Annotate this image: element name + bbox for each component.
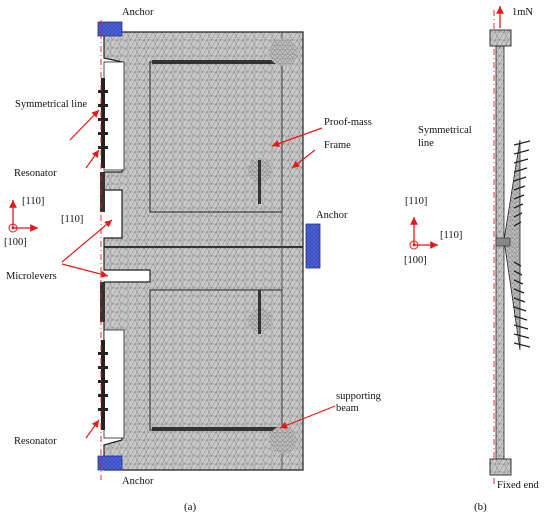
label-resonator-top: Resonator (14, 168, 57, 179)
label-line: line (418, 138, 434, 149)
label-anchor-bottom: Anchor (122, 476, 154, 487)
panel-a-arrows (61, 109, 336, 439)
axis-a-up-label: [110] (22, 196, 44, 207)
axis-a-right-label: [110] (61, 214, 83, 225)
beam-b (495, 45, 505, 467)
axes-a: [110] [110] [100] (4, 196, 83, 248)
microlever-lower (258, 290, 261, 334)
fixed-block-b (489, 458, 512, 476)
axis-a-origin-label: [100] (4, 237, 27, 248)
center-beam (104, 246, 303, 248)
label-symmetrical-line: Symmetrical line (15, 99, 87, 110)
label-symmetrical: Symmetrical (418, 125, 472, 136)
comb-teeth-b (513, 140, 531, 348)
label-force: 1mN (512, 7, 533, 18)
resonator-top (98, 78, 108, 168)
gap-left-bottom (103, 329, 125, 439)
axis-b-right-label: [110] (440, 230, 462, 241)
label-fixed-end: Fixed end (497, 480, 539, 491)
panel-a-structure (97, 20, 321, 480)
anchor-top (97, 21, 123, 37)
label-anchor-right: Anchor (316, 210, 348, 221)
microlever-upper (258, 160, 261, 204)
lever-wedge-b (503, 139, 521, 351)
top-block-b (489, 29, 512, 47)
axes-b: [110] [110] [100] (404, 196, 462, 266)
label-frame: Frame (324, 140, 351, 151)
anchor-right (305, 223, 321, 269)
label-beam: beam (336, 403, 359, 414)
resonator-bottom (98, 340, 108, 430)
supporting-beam-bottom (152, 427, 280, 431)
supporting-beam-top (152, 60, 280, 64)
axis-b-origin-label: [100] (404, 255, 427, 266)
label-anchor-top: Anchor (122, 7, 154, 18)
proof-mass-top (149, 61, 283, 213)
gap-left-top (103, 61, 125, 171)
caption-a: (a) (184, 501, 197, 513)
label-microlevers: Microlevers (6, 271, 57, 282)
label-supporting: supporting (336, 391, 382, 402)
caption-b: (b) (474, 501, 487, 513)
label-proof-mass: Proof-mass (324, 117, 372, 128)
label-resonator-bottom: Resonator (14, 436, 57, 447)
panel-b-structure (489, 10, 531, 485)
anchor-bottom (97, 455, 123, 471)
axis-b-up-label: [110] (405, 196, 427, 207)
